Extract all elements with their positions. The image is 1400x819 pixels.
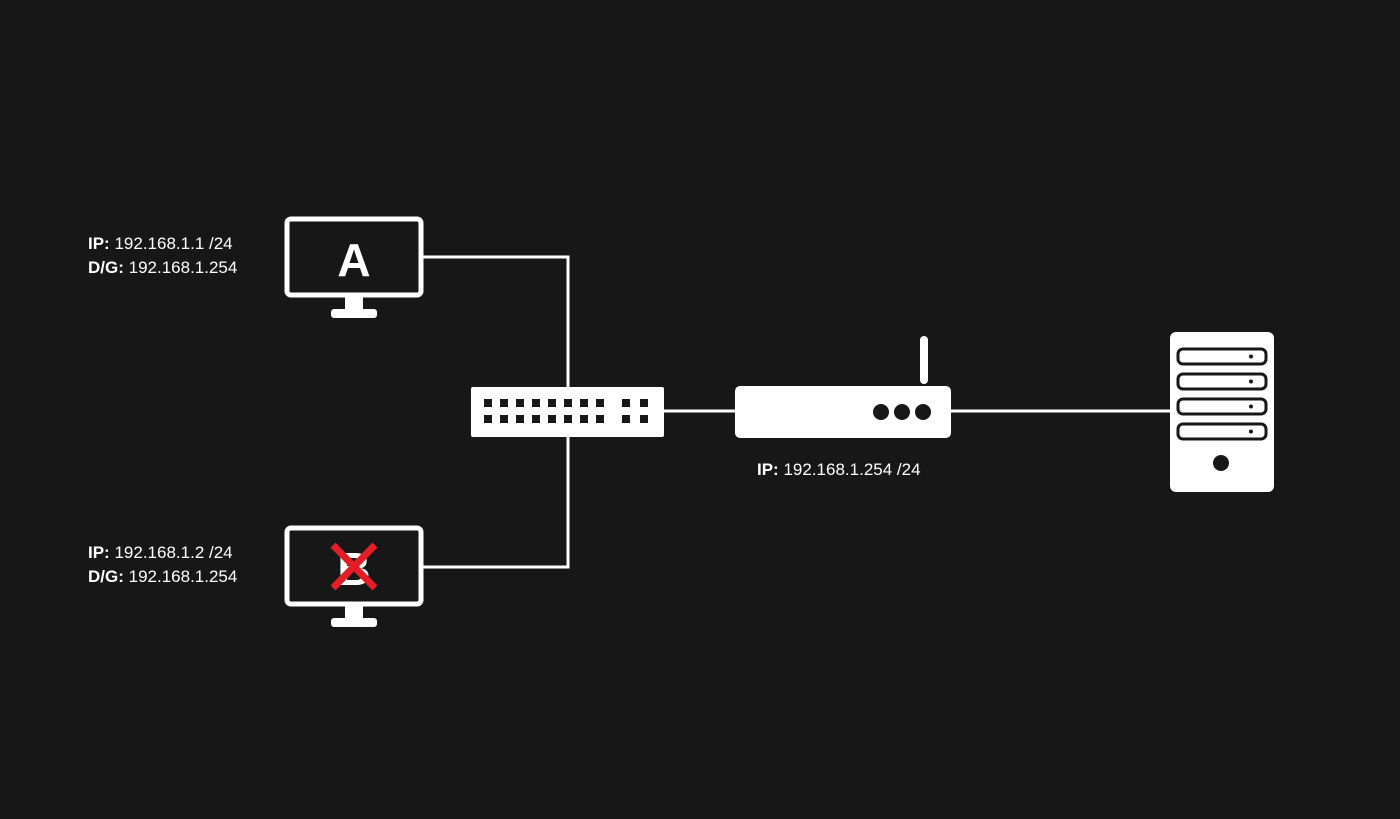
host-b-monitor-icon[interactable]: B [284, 525, 424, 627]
server-drive-bays [1176, 347, 1268, 441]
host-a-letter: A [337, 234, 370, 286]
connection-lines [421, 255, 1171, 569]
host-a-dg-value: 192.168.1.254 [128, 258, 238, 277]
router-icon[interactable] [735, 336, 951, 438]
host-a-ip-line: IP: 192.168.1.1 /24 [88, 232, 237, 256]
router-ip-key: IP: [757, 460, 779, 479]
link-host-b-switch [421, 437, 570, 569]
link-host-a-switch [421, 255, 570, 387]
router-ip-value: 192.168.1.254 /24 [783, 460, 921, 479]
switch-ports [484, 399, 648, 423]
server-tower-icon[interactable] [1170, 332, 1274, 492]
host-a-dg-line: D/G: 192.168.1.254 [88, 256, 237, 280]
host-b-ip-line: IP: 192.168.1.2 /24 [88, 541, 237, 565]
host-a-dg-key: D/G: [88, 258, 124, 277]
host-b-config: IP: 192.168.1.2 /24 D/G: 192.168.1.254 [88, 541, 237, 589]
host-b-ip-value: 192.168.1.2 /24 [114, 543, 233, 562]
server-power-button [1213, 455, 1229, 471]
host-b-dg-value: 192.168.1.254 [128, 567, 238, 586]
host-a-ip-key: IP: [88, 234, 110, 253]
host-b-dg-key: D/G: [88, 567, 124, 586]
red-x-icon [330, 542, 378, 591]
router-antenna [920, 336, 928, 384]
router-config: IP: 192.168.1.254 /24 [757, 458, 921, 482]
host-a-monitor-icon[interactable]: A [284, 216, 424, 318]
host-a-ip-value: 192.168.1.1 /24 [114, 234, 233, 253]
network-switch-icon[interactable] [471, 387, 664, 437]
host-a-config: IP: 192.168.1.1 /24 D/G: 192.168.1.254 [88, 232, 237, 280]
host-b-ip-key: IP: [88, 543, 110, 562]
host-b-dg-line: D/G: 192.168.1.254 [88, 565, 237, 589]
